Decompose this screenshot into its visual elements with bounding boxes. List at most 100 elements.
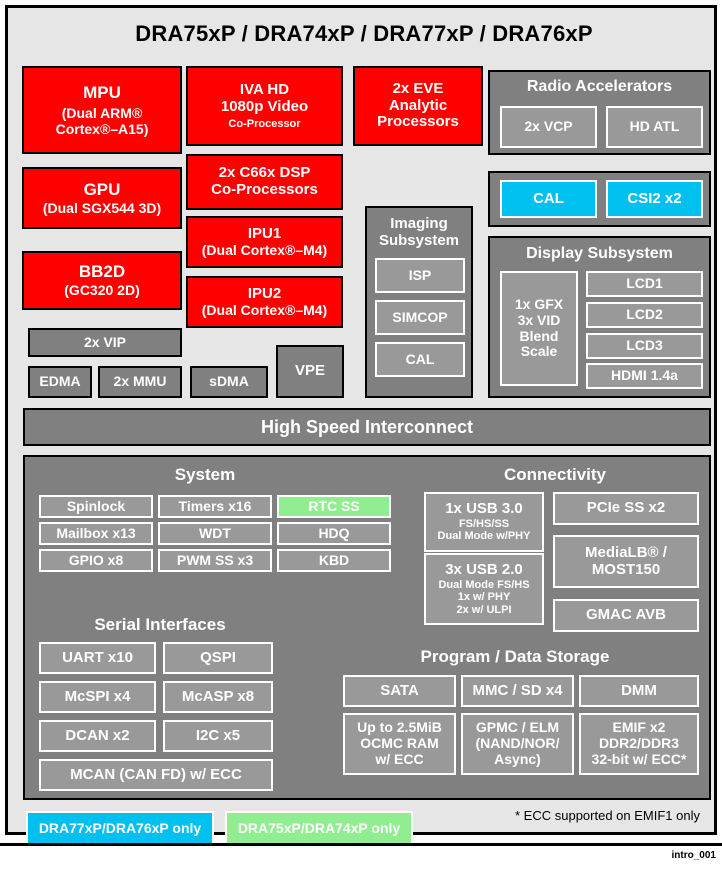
block-hd-atl[interactable]: HD ATL — [606, 106, 703, 148]
block-vpe[interactable]: VPE — [276, 345, 344, 398]
chip-frame: DRA75xP / DRA74xP / DRA77xP / DRA76xP MP… — [5, 5, 717, 847]
block-gpmc-elm[interactable]: GPMC / ELM (NAND/NOR/ Async) — [461, 713, 574, 775]
block-iva-line1: IVA HD — [239, 81, 290, 99]
block-timers[interactable]: Timers x16 — [158, 495, 272, 518]
block-bb2d[interactable]: BB2D (GC320 2D) — [22, 251, 182, 310]
gfx-line4: Scale — [520, 343, 558, 360]
block-uart-label: UART x10 — [62, 648, 133, 666]
group-camera-interface: CAL CSI2 x2 — [488, 171, 711, 227]
block-usb2[interactable]: 3x USB 2.0 Dual Mode FS/HS 1x w/ PHY 2x … — [424, 553, 544, 625]
block-rtc-ss-label: RTC SS — [308, 497, 360, 514]
footer-code: intro_001 — [671, 850, 716, 861]
block-dmm[interactable]: DMM — [579, 675, 699, 707]
group-radio-accelerators: Radio Accelerators 2x VCP HD ATL — [488, 70, 711, 155]
block-kbd[interactable]: KBD — [277, 549, 391, 572]
block-iva-line3: Co-Processor — [228, 117, 301, 130]
block-rtc-ss[interactable]: RTC SS — [277, 495, 391, 518]
block-camera-cal[interactable]: CAL — [500, 180, 597, 218]
display-title: Display Subsystem — [526, 245, 673, 262]
emif-line3: 32-bit w/ ECC* — [591, 750, 687, 767]
block-mmu[interactable]: 2x MMU — [98, 366, 182, 398]
block-eve-line1: 2x EVE — [392, 79, 444, 97]
block-gpu-line2: (Dual SGX544 3D) — [42, 199, 162, 216]
block-edma[interactable]: EDMA — [28, 366, 92, 398]
block-mpu-line2: (Dual ARM® — [61, 104, 143, 121]
block-i2c[interactable]: I2C x5 — [163, 720, 273, 752]
group-imaging-subsystem: Imaging Subsystem ISP SIMCOP CAL — [365, 206, 473, 398]
block-vip[interactable]: 2x VIP — [28, 328, 182, 357]
system-title: System — [174, 465, 236, 484]
block-i2c-label: I2C x5 — [195, 726, 241, 744]
block-spinlock-label: Spinlock — [66, 497, 126, 514]
block-ocmc-ram[interactable]: Up to 2.5MiB OCMC RAM w/ ECC — [343, 713, 456, 775]
block-mmc-sd-label: MMC / SD x4 — [472, 681, 563, 699]
block-medialb[interactable]: MediaLB® / MOST150 — [553, 535, 699, 588]
block-display-gfx[interactable]: 1x GFX 3x VID Blend Scale — [500, 271, 578, 386]
gfx-line1: 1x GFX — [514, 296, 564, 313]
block-emif[interactable]: EMIF x2 DDR2/DDR3 32-bit w/ ECC* — [579, 713, 699, 775]
block-mcasp[interactable]: McASP x8 — [163, 681, 273, 713]
block-spinlock[interactable]: Spinlock — [39, 495, 153, 518]
page-title: DRA75xP / DRA74xP / DRA77xP / DRA76xP — [135, 21, 593, 46]
block-c66x-dsp[interactable]: 2x C66x DSP Co-Processors — [186, 154, 343, 210]
block-ipu2[interactable]: IPU2 (Dual Cortex®–M4) — [186, 276, 343, 328]
block-simcop[interactable]: SIMCOP — [375, 300, 465, 335]
block-pcie[interactable]: PCIe SS x2 — [553, 492, 699, 525]
block-usb3[interactable]: 1x USB 3.0 FS/HS/SS Dual Mode w/PHY — [424, 492, 544, 552]
block-iva-line2: 1080p Video — [220, 97, 309, 115]
usb2-line3: 1x w/ PHY — [457, 591, 511, 604]
block-hdq-label: HDQ — [318, 524, 350, 541]
block-dsp-line1: 2x C66x DSP — [218, 164, 311, 182]
block-timers-label: Timers x16 — [178, 497, 252, 514]
block-lcd3-label: LCD3 — [626, 337, 663, 354]
block-wdt[interactable]: WDT — [158, 522, 272, 545]
block-vcp[interactable]: 2x VCP — [500, 106, 597, 148]
block-dsp-line2: Co-Processors — [211, 181, 318, 198]
block-gpio[interactable]: GPIO x8 — [39, 549, 153, 572]
block-mmc-sd[interactable]: MMC / SD x4 — [461, 675, 574, 707]
block-mcan[interactable]: MCAN (CAN FD) w/ ECC — [39, 759, 273, 791]
block-vpe-label: VPE — [294, 362, 325, 380]
block-dcan-label: DCAN x2 — [65, 726, 130, 744]
legend-green-label: DRA75xP/DRA74xP only — [237, 820, 401, 837]
block-isp[interactable]: ISP — [375, 258, 465, 293]
gpmc-line2: (NAND/NOR/ — [475, 735, 560, 752]
ocmc-line1: Up to 2.5MiB — [357, 719, 442, 736]
block-lcd2[interactable]: LCD2 — [586, 302, 703, 328]
block-csi2[interactable]: CSI2 x2 — [606, 180, 703, 218]
block-sdma-label: sDMA — [209, 373, 249, 390]
block-ipu2-line1: IPU2 — [247, 284, 282, 302]
block-lcd1[interactable]: LCD1 — [586, 271, 703, 297]
block-mpu[interactable]: MPU (Dual ARM® Cortex®–A15) — [22, 66, 182, 154]
block-imaging-cal[interactable]: CAL — [375, 342, 465, 377]
block-lcd3[interactable]: LCD3 — [586, 333, 703, 359]
block-gpu[interactable]: GPU (Dual SGX544 3D) — [22, 167, 182, 229]
block-eve[interactable]: 2x EVE Analytic Processors — [353, 66, 483, 146]
block-gmac-avb[interactable]: GMAC AVB — [553, 599, 699, 632]
block-mcspi[interactable]: McSPI x4 — [39, 681, 156, 713]
block-bb2d-line1: BB2D — [78, 262, 126, 282]
block-mailbox[interactable]: Mailbox x13 — [39, 522, 153, 545]
block-ipu1[interactable]: IPU1 (Dual Cortex®–M4) — [186, 216, 343, 268]
block-gpio-label: GPIO x8 — [68, 551, 124, 568]
block-hdmi[interactable]: HDMI 1.4a — [586, 363, 703, 389]
block-sdma[interactable]: sDMA — [190, 366, 268, 398]
block-dcan[interactable]: DCAN x2 — [39, 720, 156, 752]
block-high-speed-interconnect[interactable]: High Speed Interconnect — [23, 408, 711, 446]
block-hdq[interactable]: HDQ — [277, 522, 391, 545]
block-qspi[interactable]: QSPI — [163, 642, 273, 674]
footer-divider — [0, 843, 722, 846]
block-hdmi-label: HDMI 1.4a — [611, 367, 678, 384]
block-pwm-ss[interactable]: PWM SS x3 — [158, 549, 272, 572]
block-iva-hd[interactable]: IVA HD 1080p Video Co-Processor — [186, 66, 343, 146]
block-wdt-label: WDT — [199, 524, 231, 541]
legend-green: DRA75xP/DRA74xP only — [225, 811, 413, 847]
block-mpu-line1: MPU — [83, 82, 121, 102]
ecc-note: * ECC supported on EMIF1 only — [515, 808, 700, 823]
block-csi2-label: CSI2 x2 — [627, 189, 682, 207]
block-lcd1-label: LCD1 — [626, 275, 663, 292]
block-uart[interactable]: UART x10 — [39, 642, 156, 674]
block-ipu1-line1: IPU1 — [247, 224, 282, 242]
block-sata[interactable]: SATA — [343, 675, 456, 707]
